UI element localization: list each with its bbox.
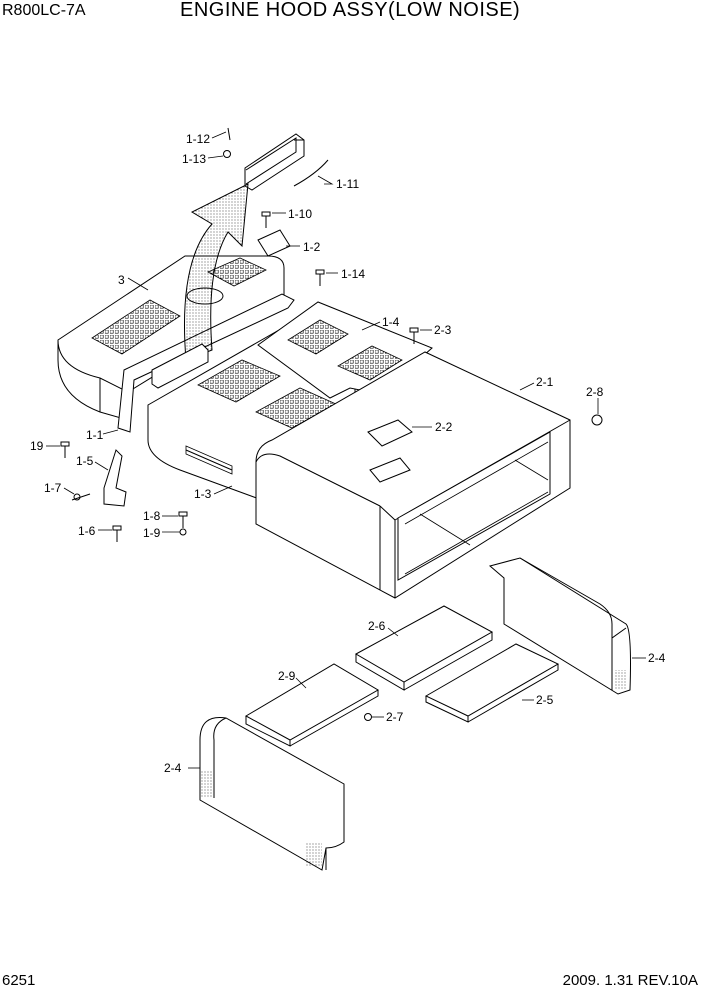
callout-1-1: 1-1 (86, 428, 104, 442)
callout-1-10: 1-10 (288, 207, 312, 221)
callout-2-2: 2-2 (435, 420, 453, 434)
callout-1-12: 1-12 (186, 132, 210, 146)
part-1-2-bracket (257, 229, 291, 257)
callout-3: 3 (118, 273, 125, 287)
leader-lines (46, 131, 646, 769)
bolts-group (60, 211, 603, 721)
callout-1-4: 1-4 (382, 315, 400, 329)
page-title: ENGINE HOOD ASSY(LOW NOISE) (180, 0, 521, 21)
revision-date: 2009. 1.31 REV.10A (562, 972, 698, 989)
callout-1-8: 1-8 (143, 509, 161, 523)
callout-2-3: 2-3 (434, 323, 452, 337)
callout-1-13: 1-13 (182, 152, 206, 166)
callout-2-9: 2-9 (278, 669, 296, 683)
callout-19: 19 (30, 439, 44, 453)
callout-1-3: 1-3 (194, 487, 212, 501)
part-2-5-panel (424, 643, 560, 723)
part-1-1-seal (117, 293, 295, 433)
callout-2-8: 2-8 (586, 385, 604, 399)
part-2-4-left-cover (199, 716, 345, 871)
model-code: R800LC-7A (2, 2, 86, 19)
callout-2-7: 2-7 (386, 710, 404, 724)
callout-1-7: 1-7 (44, 481, 62, 495)
callout-1-2: 1-2 (303, 240, 321, 254)
callout-1-5: 1-5 (76, 454, 94, 468)
callout-2-1: 2-1 (536, 375, 554, 389)
callout-2-6: 2-6 (368, 619, 386, 633)
part-2-4-right-cover (488, 557, 631, 695)
part-1-5-latch (71, 449, 127, 507)
callout-2-4-right: 2-4 (648, 651, 666, 665)
hood-handle-installed (151, 343, 209, 389)
callout-labels: 1-12 1-13 1-11 1-10 1-2 1-14 3 1-4 2-3 2… (30, 132, 666, 775)
callout-1-11: 1-11 (336, 177, 359, 191)
page-number: 6251 (2, 972, 36, 989)
callout-1-6: 1-6 (78, 524, 96, 538)
callout-2-5: 2-5 (536, 693, 554, 707)
callout-1-9: 1-9 (143, 526, 161, 540)
callout-2-4-left: 2-4 (164, 761, 182, 775)
part-1-11-handle (223, 127, 329, 191)
part-2-1-hood-box (255, 351, 571, 599)
callout-1-14: 1-14 (341, 267, 365, 281)
part-2-6-panel (354, 605, 494, 691)
part-2-9-panel (244, 663, 379, 747)
assembly-arrow (184, 183, 249, 361)
